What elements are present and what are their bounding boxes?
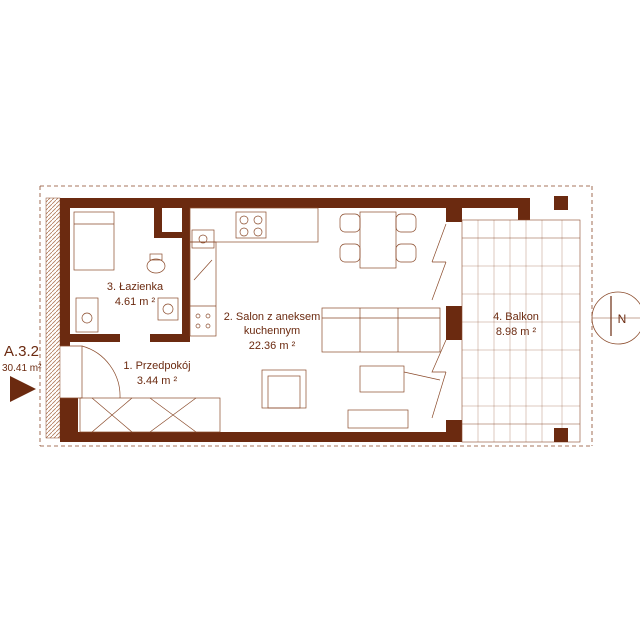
apartment-code: A.3.2 (4, 343, 39, 360)
north-label: N (618, 312, 627, 326)
room-3-area: 4.61 m ² (115, 296, 156, 308)
balcony-doors (431, 223, 447, 419)
entry-arrow-icon (10, 376, 36, 402)
room-1-name: 1. Przedpokój (123, 360, 190, 372)
north-arrow-icon: N (591, 291, 640, 345)
wardrobe (79, 397, 221, 433)
bathroom-fixtures (73, 211, 179, 333)
room-2-name-line2: kuchennym (244, 325, 300, 337)
room-4-area: 8.98 m ² (496, 326, 537, 338)
dining-set (339, 211, 417, 269)
walls (60, 198, 530, 442)
exterior-insulation (45, 197, 61, 439)
sofa (321, 307, 441, 393)
kitchen (189, 207, 319, 337)
entry-door (60, 345, 121, 399)
armchair (261, 369, 307, 409)
room-1-area: 3.44 m ² (137, 375, 178, 387)
apartment-area: 30.41 m² (2, 363, 42, 374)
room-4-name: 4. Balkon (493, 311, 539, 323)
tv-cabinet (347, 409, 409, 429)
room-2-area: 22.36 m ² (249, 340, 296, 352)
balcony-posts (554, 196, 568, 442)
room-2-name-line1: 2. Salon z aneksem (224, 311, 321, 323)
balcony (461, 219, 581, 443)
room-3-name: 3. Łazienka (107, 281, 164, 293)
